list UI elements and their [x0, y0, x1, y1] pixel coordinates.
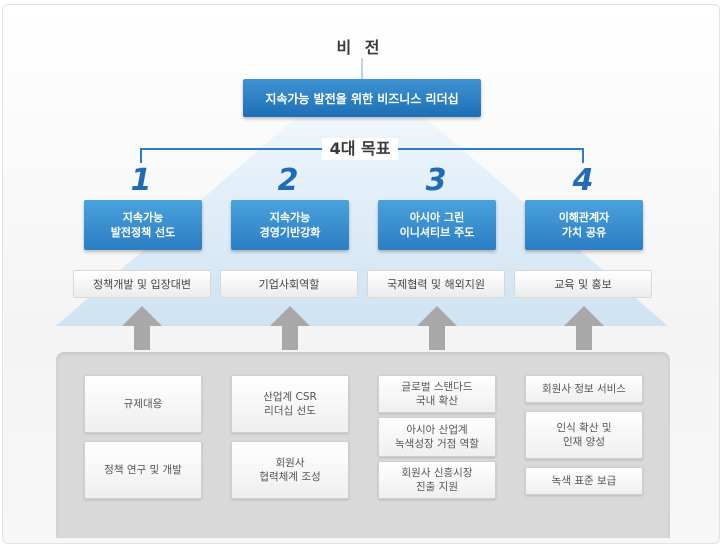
activity-box: 회원사 협력체계 조성	[231, 441, 349, 499]
activity-box: 인식 확산 및 인재 양성	[525, 411, 643, 459]
initiative-tag-1: 정책개발 및 입장대변	[73, 270, 211, 298]
goal-number-1: 1	[130, 163, 152, 198]
goal-box-1: 지속가능 발전정책 선도	[84, 200, 202, 250]
goal-number-4: 4	[572, 163, 594, 198]
up-arrow-icon	[417, 306, 457, 350]
goal-box-3: 아시아 그린 이니셔티브 주도	[378, 200, 496, 250]
initiative-tag-4: 교육 및 홍보	[514, 270, 652, 298]
activity-box: 정책 연구 및 개발	[84, 441, 202, 499]
vision-label: 비 전	[336, 38, 384, 57]
activity-box: 아시아 산업계 녹색성장 거점 역할	[378, 417, 496, 457]
up-arrow-icon	[122, 306, 162, 350]
goal-number-2: 2	[277, 163, 299, 198]
pyramid-shape	[56, 62, 668, 326]
activity-box: 규제대응	[84, 375, 202, 433]
initiative-tag-2: 기업사회역할	[220, 270, 358, 298]
goal-box-2: 지속가능 경영기반강화	[231, 200, 349, 250]
goals-bracket	[140, 148, 322, 163]
activity-box: 회원사 정보 서비스	[525, 375, 643, 403]
up-arrow-icon	[270, 306, 310, 350]
activity-box: 글로벌 스탠다드 국내 확산	[378, 375, 496, 413]
vision-statement: 지속가능 발전을 위한 비즈니스 리더십	[243, 79, 481, 117]
activity-box: 회원사 신흥시장 진출 지원	[378, 461, 496, 499]
goals-label: 4대 목표	[322, 138, 398, 160]
up-arrow-icon	[564, 306, 604, 350]
activity-box: 산업계 CSR 리더십 선도	[231, 375, 349, 433]
activity-box: 녹색 표준 보급	[525, 467, 643, 495]
initiative-tag-3: 국제협력 및 해외지원	[367, 270, 505, 298]
goal-number-3: 3	[425, 163, 447, 198]
goals-bracket-right	[398, 148, 584, 163]
goal-box-4: 이해관계자 가치 공유	[525, 200, 643, 250]
